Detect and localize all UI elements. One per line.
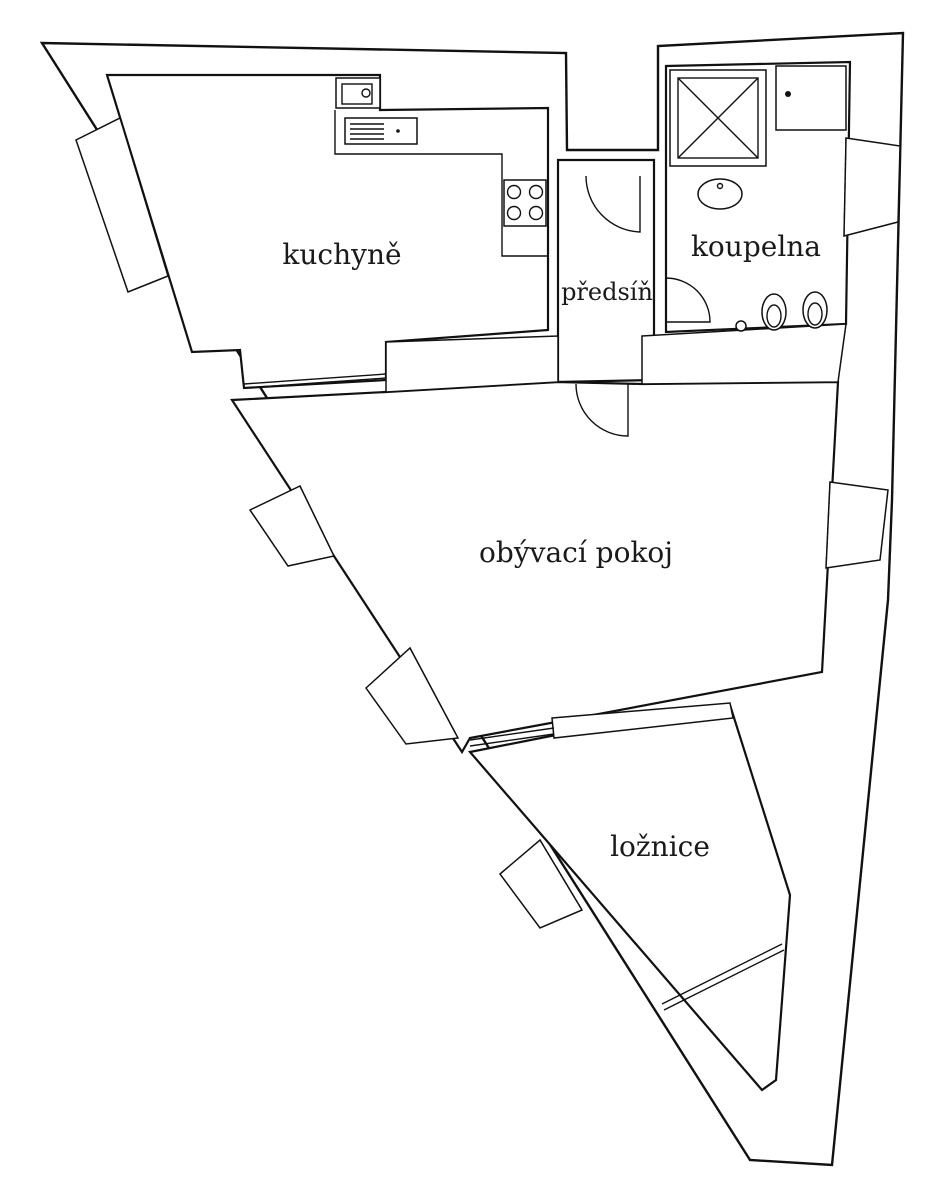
kitchen-counter xyxy=(334,110,548,257)
living-window-left-lower xyxy=(365,646,460,745)
room-label-living-room: obývací pokoj xyxy=(479,536,673,569)
kitchen-passage xyxy=(243,377,387,389)
washbasin xyxy=(697,178,743,210)
kitchen-window-upper xyxy=(75,116,169,293)
bedroom-window xyxy=(498,838,584,929)
living-window-right xyxy=(825,481,889,569)
bedroom-wardrobe-line xyxy=(661,943,783,1005)
bath-door xyxy=(665,277,711,323)
bath-cabinet xyxy=(775,65,847,131)
room-label-bathroom: koupelna xyxy=(691,230,821,263)
room-label-kitchen: kuchyně xyxy=(282,238,401,271)
living-window-left xyxy=(248,485,336,567)
wall-block-living-bedroom xyxy=(551,702,734,739)
room-label-bedroom: ložnice xyxy=(610,830,710,863)
hallway-door-top xyxy=(585,175,641,233)
floor-drain xyxy=(735,320,747,332)
bath-window xyxy=(843,137,901,237)
hallway-door-bottom xyxy=(575,383,629,437)
living-bedroom-passage xyxy=(469,727,555,741)
kitchen-sink xyxy=(344,117,418,145)
bidet xyxy=(802,291,828,329)
wall-block-kitchen-living xyxy=(385,335,559,393)
room-label-hallway: předsíň xyxy=(561,278,653,306)
toilet xyxy=(761,293,787,331)
